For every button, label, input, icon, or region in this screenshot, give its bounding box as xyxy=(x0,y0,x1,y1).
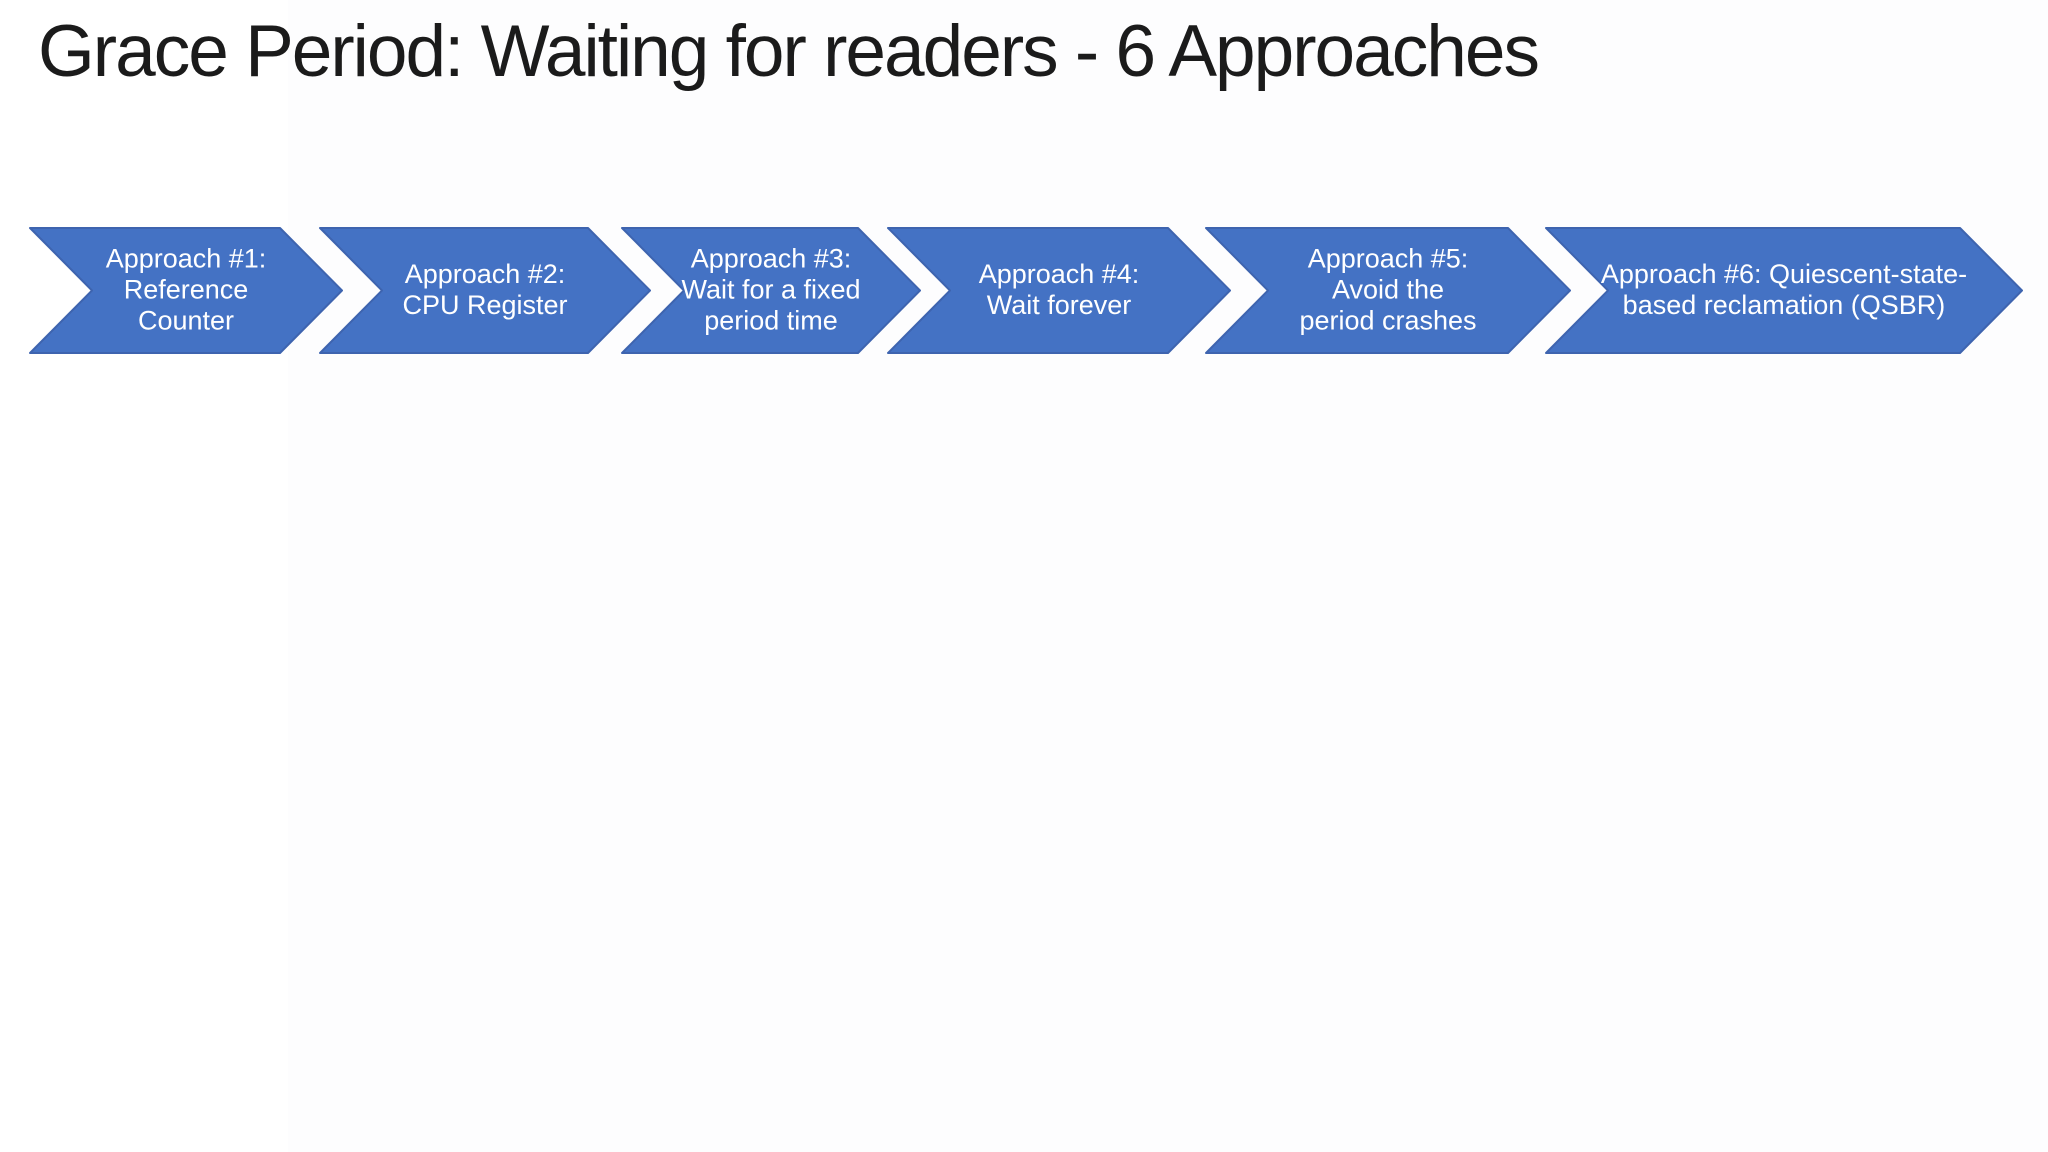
slide-title: Grace Period: Waiting for readers - 6 Ap… xyxy=(38,11,1540,92)
chevron-approach-1[interactable] xyxy=(29,227,343,354)
chevron-approach-5[interactable] xyxy=(1205,227,1571,354)
chevron-approach-2[interactable] xyxy=(319,227,651,354)
chevron-approach-4[interactable] xyxy=(887,227,1231,354)
chevron-approach-3[interactable] xyxy=(621,227,921,354)
chevron-approach-6[interactable] xyxy=(1545,227,2023,354)
slide-canvas xyxy=(288,0,2048,1152)
